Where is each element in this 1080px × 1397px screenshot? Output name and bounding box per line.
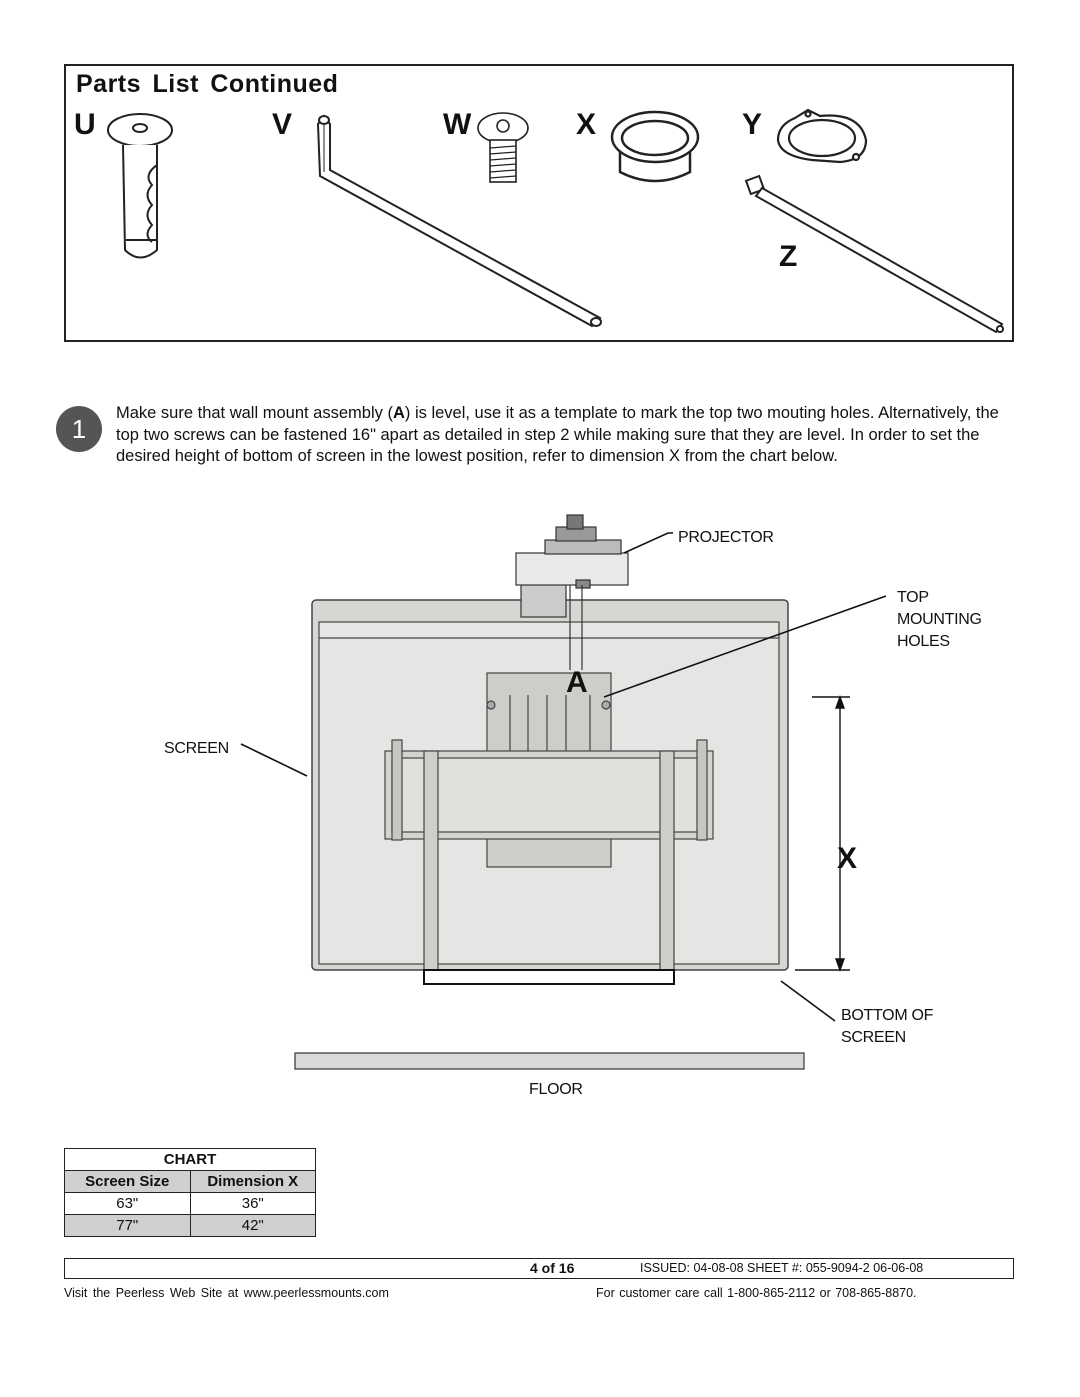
dimension-chart: CHART Screen Size Dimension X 63" 36" 77… [64,1148,316,1237]
part-x-grommet-icon [610,110,700,183]
part-letter-w: W [443,108,472,141]
part-w-screw-icon [477,112,529,183]
top-holes-label-line3: HOLES [897,633,950,650]
part-letter-v: V [272,108,293,141]
table-row: 77" 42" [64,1214,316,1237]
footer-box [64,1258,1014,1279]
customer-care-note: For customer care call 1-800-865-2112 or… [596,1286,917,1300]
chart-header-dimension-x: Dimension X [189,1170,316,1193]
parts-list-box [64,64,1014,342]
screen-label: SCREEN [164,740,229,757]
floor-label: FLOOR [529,1081,583,1098]
step-text-letter: A [392,404,405,422]
part-letter-z: Z [779,240,798,273]
installation-diagram [240,514,887,1070]
assembly-letter-a: A [566,666,588,699]
dimension-letter-x: X [837,842,858,875]
part-z-cable-tie-icon [744,174,1004,334]
table-cell: 36" [189,1192,316,1215]
website-note: Visit the Peerless Web Site at www.peerl… [64,1286,389,1300]
table-cell: 63" [64,1192,191,1215]
parts-list-title: Parts List Continued [76,70,339,98]
floor-bar [294,1052,805,1070]
part-letter-u: U [74,108,96,141]
table-cell: 77" [64,1214,191,1237]
page-number: 4 of 16 [530,1260,575,1276]
dimension-x-arrow [795,694,850,973]
part-y-ring-icon [776,108,868,164]
bottom-of-screen-label-line1: BOTTOM OF [841,1007,934,1024]
chart-title: CHART [64,1148,316,1171]
wall-mount-assembly [384,672,714,985]
part-u-anchor-icon [107,113,173,259]
table-cell: 42" [189,1214,316,1237]
chart-header-screen-size: Screen Size [64,1170,191,1193]
leader-lines [240,532,887,1022]
step-instructions: Make sure that wall mount assembly (A) i… [116,403,1016,468]
parts-illustrations [107,108,1004,334]
issued-info: ISSUED: 04-08-08 SHEET #: 055-9094-2 06-… [640,1261,924,1275]
step-text-after: ) is level, use it as a template to mark… [116,404,999,465]
projector-label: PROJECTOR [678,529,774,546]
step-text-before: Make sure that wall mount assembly ( [116,404,393,422]
bottom-of-screen-label-line2: SCREEN [841,1029,906,1046]
projector-icon [515,514,629,670]
step-number-badge: 1 [56,406,102,452]
top-holes-label-line2: MOUNTING [897,611,982,628]
part-v-hex-key-icon [316,114,602,328]
part-letter-x: X [576,108,597,141]
part-letter-y: Y [742,108,763,141]
top-holes-label-line1: TOP [897,589,929,606]
table-row: 63" 36" [64,1192,316,1215]
